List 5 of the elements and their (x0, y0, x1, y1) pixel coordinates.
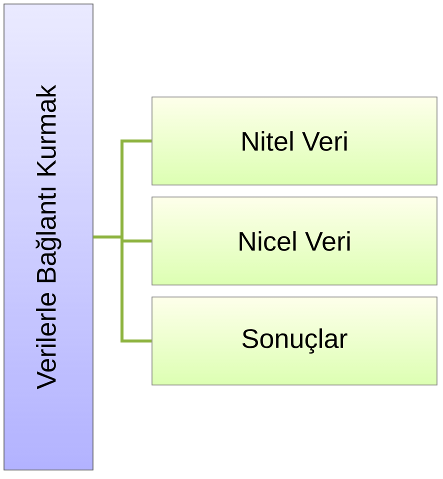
vertical-title-box: Verilerle Bağlantı Kurmak (4, 4, 94, 470)
category-box: Nicel Veri (152, 196, 438, 286)
category-box: Sonuçlar (152, 296, 438, 386)
category-box: Nitel Veri (152, 96, 438, 186)
connector-line (93, 236, 152, 342)
